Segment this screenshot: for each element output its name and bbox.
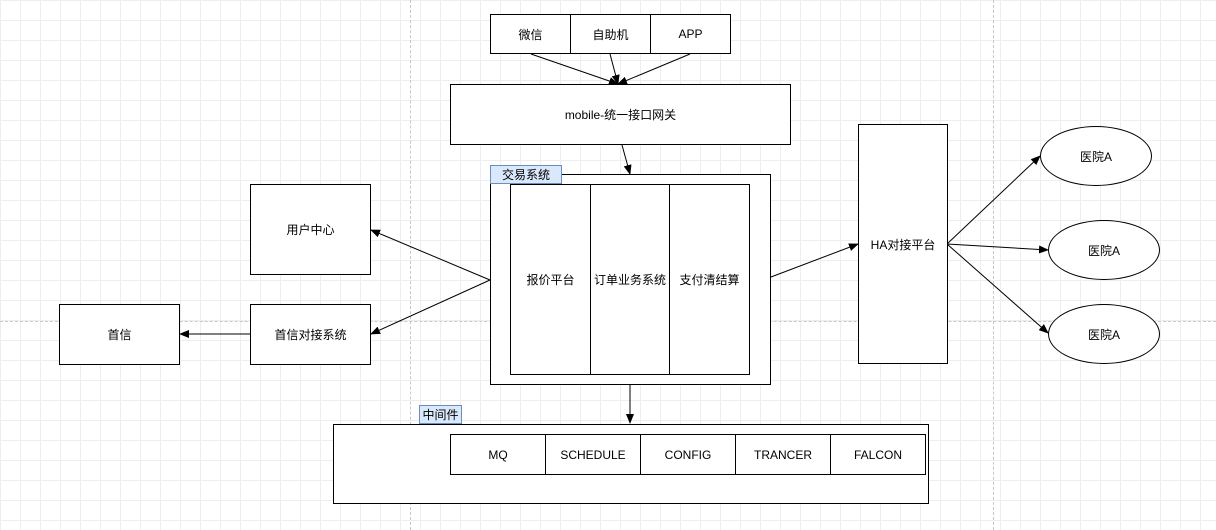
middleware-label: 中间件 <box>419 405 462 424</box>
channel-wechat: 微信 <box>490 14 571 54</box>
channel-kiosk: 自助机 <box>570 14 651 54</box>
module-order-system: 订单业务系统 <box>590 184 670 375</box>
shouxin-box: 首信 <box>59 304 180 365</box>
user-center-box: 用户中心 <box>250 184 371 275</box>
arrow-ha-to-hospital-1 <box>946 155 1041 245</box>
arrow-ha-to-hospital-2 <box>946 243 1049 254</box>
arrow-wechat-to-gateway <box>530 53 619 85</box>
module-payment-settlement: 支付清结算 <box>669 184 750 375</box>
arrow-trading-to-user-center <box>370 229 491 281</box>
hospital-a-2: 医院A <box>1048 220 1160 280</box>
arrow-app-to-gateway <box>617 53 691 85</box>
middleware-schedule: SCHEDULE <box>545 434 641 475</box>
arrow-trading-to-shouxin-integration <box>370 279 491 335</box>
middleware-falcon: FALCON <box>830 434 926 475</box>
arrow-trading-to-ha <box>770 243 859 278</box>
gateway-box: mobile-统一接口网关 <box>450 84 791 145</box>
guide-line-vertical <box>993 0 994 530</box>
middleware-tracer: TRANCER <box>735 434 831 475</box>
channel-app: APP <box>650 14 731 54</box>
arrow-ha-to-hospital-3 <box>946 243 1049 334</box>
ha-platform-box: HA对接平台 <box>858 124 948 364</box>
shouxin-integration-box: 首信对接系统 <box>250 304 371 365</box>
middleware-mq: MQ <box>450 434 546 475</box>
arrow-kiosk-to-gateway <box>609 53 620 85</box>
arrow-gateway-to-trading <box>621 144 632 175</box>
module-quote-platform: 报价平台 <box>510 184 591 375</box>
hospital-a-1: 医院A <box>1040 126 1152 186</box>
hospital-a-3: 医院A <box>1048 304 1160 364</box>
guide-line-vertical <box>410 0 411 530</box>
trading-system-label: 交易系统 <box>490 165 562 184</box>
middleware-config: CONFIG <box>640 434 736 475</box>
